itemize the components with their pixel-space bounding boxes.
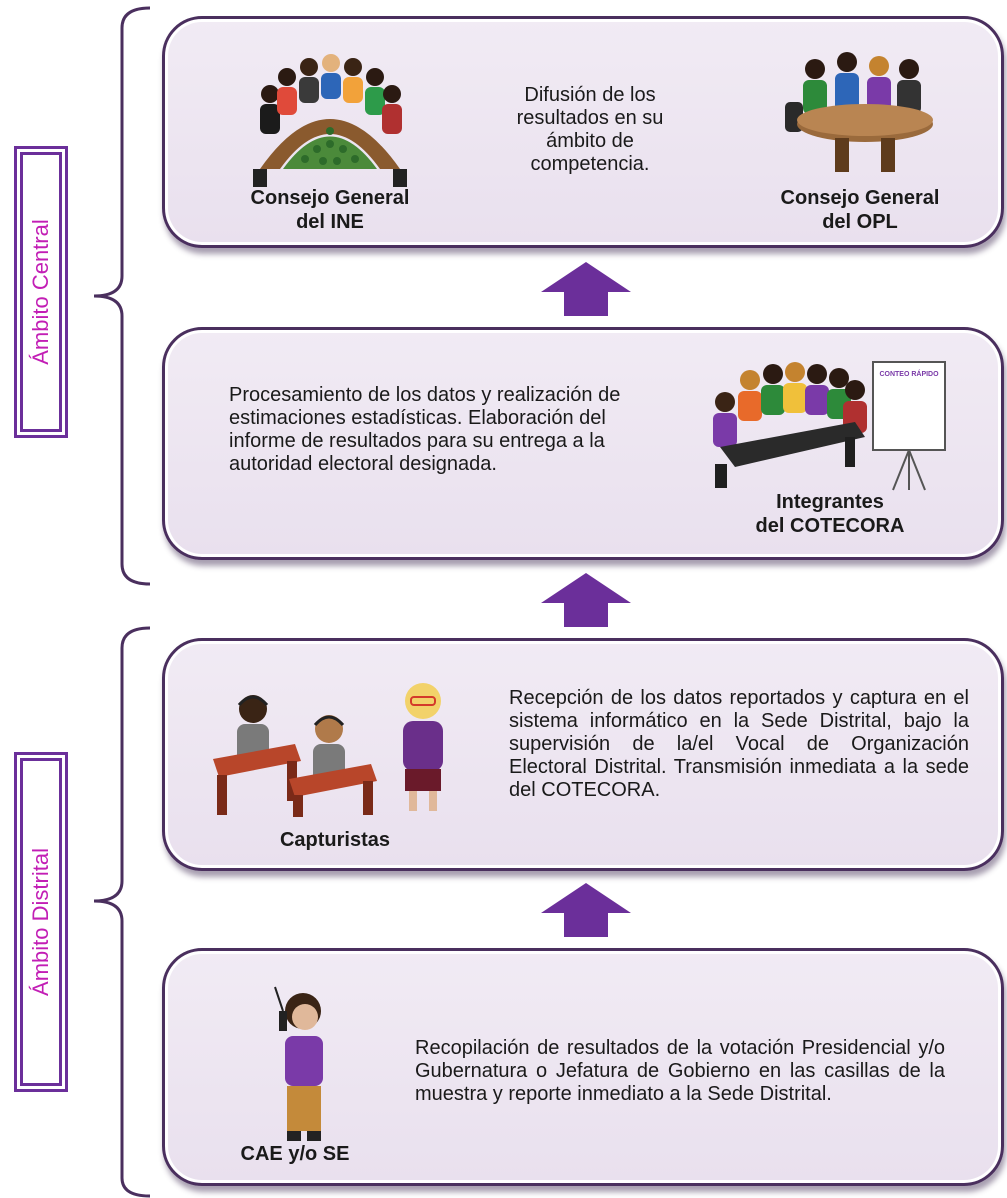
conteo-rapido-board-text: CONTEO RÁPIDO xyxy=(879,369,939,378)
cae-illustration xyxy=(274,986,323,1141)
consejo-opl-label: Consejo General del OPL xyxy=(780,187,940,233)
cotecora-illustration: CONTEO RÁPIDO xyxy=(713,361,946,491)
consejo-ine-label: Consejo General del INE xyxy=(250,187,410,233)
ambito-central-label: Ámbito Central xyxy=(28,219,53,365)
distrital-bracket xyxy=(93,626,151,1198)
ambito-distrital-label: Ámbito Distrital xyxy=(28,848,53,996)
difusion-text: Difusión de los resultados en su ámbito … xyxy=(516,84,664,175)
central-bracket xyxy=(93,6,151,586)
ambito-central-tag: Ámbito Central xyxy=(14,146,68,438)
capturistas-label: Capturistas xyxy=(279,829,391,851)
procesamiento-text: Procesamiento de los datos y realización… xyxy=(229,384,621,475)
ambito-distrital-tag: Ámbito Distrital xyxy=(14,752,68,1092)
box-recepcion: Capturistas Recepción de los datos repor… xyxy=(162,638,1004,871)
capturistas-illustration xyxy=(213,683,443,817)
cotecora-label: Integrantes del COTECORA xyxy=(755,491,905,537)
consejo-opl-illustration xyxy=(785,52,933,172)
box-recopilacion: CAE y/o SE Recopilación de resultados de… xyxy=(162,948,1004,1186)
recopilacion-text: Recopilación de resultados de la votació… xyxy=(415,1037,945,1105)
box-difusion: Consejo General del INE Difusión de los … xyxy=(162,16,1004,248)
cae-label: CAE y/o SE xyxy=(240,1143,350,1165)
box-procesamiento: Procesamiento de los datos y realización… xyxy=(162,327,1004,560)
recepcion-text: Recepción de los datos reportados y capt… xyxy=(509,687,969,801)
consejo-ine-illustration xyxy=(253,54,407,187)
